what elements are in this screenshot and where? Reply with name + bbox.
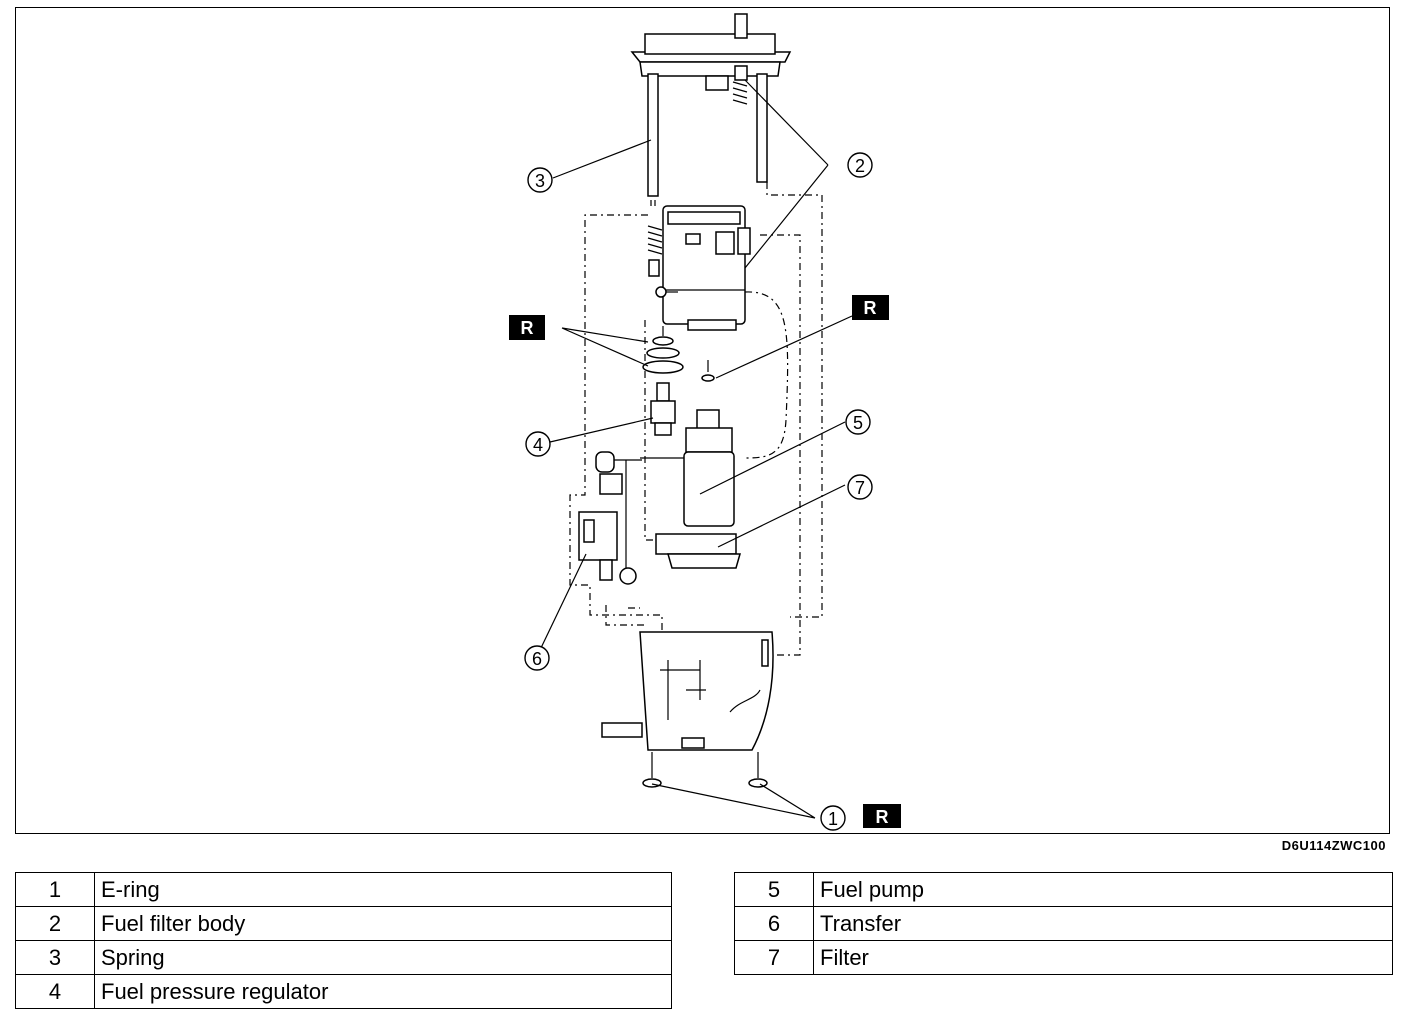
legend-row: 2 Fuel filter body	[15, 906, 672, 941]
transfer-part	[578, 451, 642, 585]
callout-3: 3	[527, 167, 553, 193]
replace-marker-erings: R	[863, 804, 901, 828]
legend-label: Filter	[813, 940, 1393, 975]
svg-text:R: R	[521, 318, 534, 338]
callout-7-label: 7	[855, 478, 865, 498]
e-rings	[642, 752, 768, 788]
legend-label: Spring	[94, 940, 672, 975]
assembly-line-inner	[644, 320, 660, 541]
svg-text:R: R	[864, 298, 877, 318]
legend-label: Transfer	[813, 906, 1393, 941]
assembly-line-left	[569, 214, 663, 630]
fuel-pressure-regulator-part	[650, 382, 676, 436]
svg-text:R: R	[876, 807, 889, 827]
legend-row: 7 Filter	[734, 940, 1393, 975]
assembly-line-right	[766, 182, 823, 618]
legend-label: Fuel pressure regulator	[94, 974, 672, 1009]
assembly-line-mid	[760, 234, 801, 656]
filter-part	[655, 533, 741, 569]
callout-7: 7	[847, 474, 873, 500]
legend-number: 3	[15, 940, 95, 975]
leader-lines	[539, 79, 853, 819]
callout-3-label: 3	[535, 171, 545, 191]
legend-number: 6	[734, 906, 814, 941]
spring-part	[647, 225, 663, 277]
guide-rods	[647, 73, 768, 206]
legend-label: Fuel pump	[813, 872, 1393, 907]
callout-1: 1	[820, 805, 846, 831]
diagram-code: D6U114ZWC100	[1281, 838, 1386, 853]
legend-number: 2	[15, 906, 95, 941]
callout-2-label: 2	[855, 156, 865, 176]
callout-4-label: 4	[533, 435, 543, 455]
legend-row: 5 Fuel pump	[734, 872, 1393, 907]
fuel-filter-body-part	[655, 205, 789, 459]
callout-4: 4	[525, 431, 551, 457]
exploded-fuel-pump-diagram: 2 3 4 5 7 6 1 R R R	[509, 13, 901, 831]
assembly-line-bottom	[605, 605, 645, 626]
legend-label: Fuel filter body	[94, 906, 672, 941]
callout-5-label: 5	[853, 413, 863, 433]
legend-label: E-ring	[94, 872, 672, 907]
legend-number: 7	[734, 940, 814, 975]
callout-6-label: 6	[532, 649, 542, 669]
replace-marker-orings: R	[509, 315, 545, 340]
callout-6: 6	[524, 645, 550, 671]
fuel-pump-part	[640, 409, 735, 527]
legend-number: 1	[15, 872, 95, 907]
callout-1-label: 1	[828, 809, 838, 829]
legend-number: 4	[15, 974, 95, 1009]
reservoir-cup-part	[601, 631, 774, 751]
diagram-frame	[15, 7, 1390, 834]
legend-row: 3 Spring	[15, 940, 672, 975]
legend-table-left: 1 E-ring 2 Fuel filter body 3 Spring 4 F…	[15, 872, 672, 1009]
legend-number: 5	[734, 872, 814, 907]
callout-5: 5	[845, 409, 871, 435]
callout-2: 2	[847, 152, 873, 178]
pump-cover-flange	[630, 13, 792, 105]
legend-row: 6 Transfer	[734, 906, 1393, 941]
legend-table-right: 5 Fuel pump 6 Transfer 7 Filter	[734, 872, 1393, 975]
legend-row: 1 E-ring	[15, 872, 672, 907]
replace-marker-pump-oring: R	[852, 295, 889, 320]
legend-row: 4 Fuel pressure regulator	[15, 974, 672, 1009]
o-rings	[642, 326, 715, 382]
